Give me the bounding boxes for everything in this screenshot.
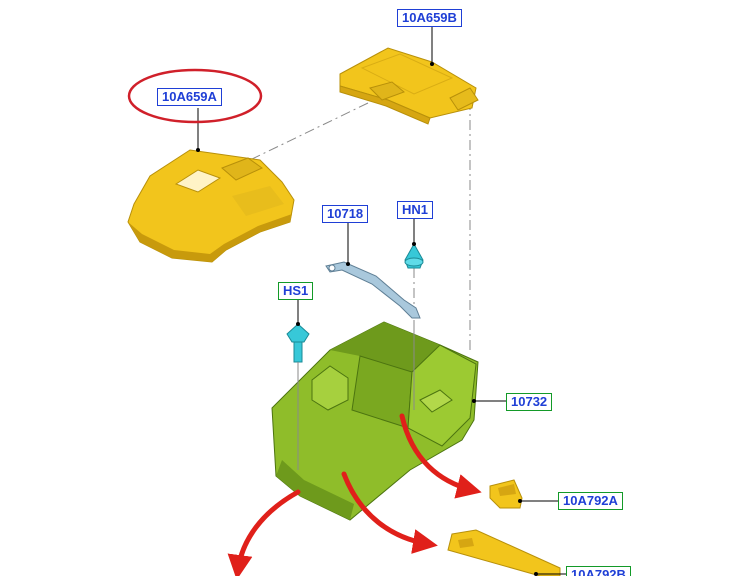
callout-10A792A: 10A792A xyxy=(558,492,623,510)
battery-cover xyxy=(127,149,295,263)
red-arrow-lower xyxy=(227,489,301,576)
leader-dots xyxy=(196,62,538,576)
nut-part xyxy=(404,242,424,269)
hold-down-bracket xyxy=(325,261,421,319)
tray-clip-a xyxy=(489,479,523,509)
callout-10A659A: 10A659A xyxy=(157,88,222,106)
removal-arrows xyxy=(227,413,482,576)
red-arrow-clip-a xyxy=(399,413,482,499)
screw-part xyxy=(286,323,310,363)
callout-10732: 10732 xyxy=(506,393,553,411)
callout-10A792B: 10A792B xyxy=(566,566,631,576)
red-arrow-clip-b xyxy=(341,471,438,554)
tray-clip-b xyxy=(447,529,561,576)
bolt-guide-lines xyxy=(297,320,415,470)
leader-lines xyxy=(197,27,566,575)
highlight-ring xyxy=(127,68,263,124)
callout-10A659B: 10A659B xyxy=(397,9,462,27)
callout-HS1: HS1 xyxy=(278,282,314,300)
battery-cover-top xyxy=(339,47,479,125)
callout-10718: 10718 xyxy=(322,205,369,223)
callout-HN1: HN1 xyxy=(397,201,434,219)
battery-tray xyxy=(271,321,479,521)
